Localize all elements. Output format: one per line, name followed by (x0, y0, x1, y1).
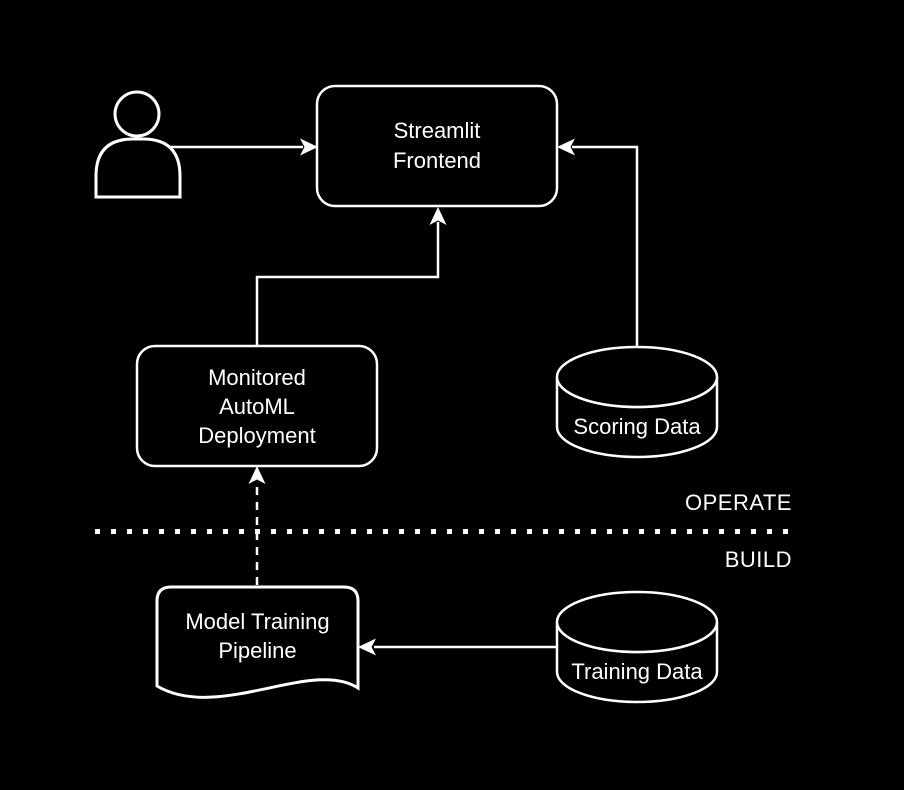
streamlit-frontend-box (315, 84, 559, 208)
edge-pipeline-to-monitored-dashed (248, 466, 266, 585)
scoring-data-cylinder (555, 345, 719, 459)
edge-scoring-to-streamlit (557, 138, 639, 347)
model-training-pipeline-document (155, 585, 360, 699)
user-person-icon (94, 90, 182, 199)
edge-training-to-pipeline (358, 638, 557, 656)
edge-monitored-to-streamlit (255, 207, 447, 346)
training-data-cylinder (555, 590, 719, 704)
monitored-automl-deployment-box (135, 344, 379, 468)
build-zone-label: BUILD (724, 547, 792, 572)
operate-zone-label: OPERATE (684, 490, 792, 515)
edge-user-to-streamlit (170, 138, 318, 156)
